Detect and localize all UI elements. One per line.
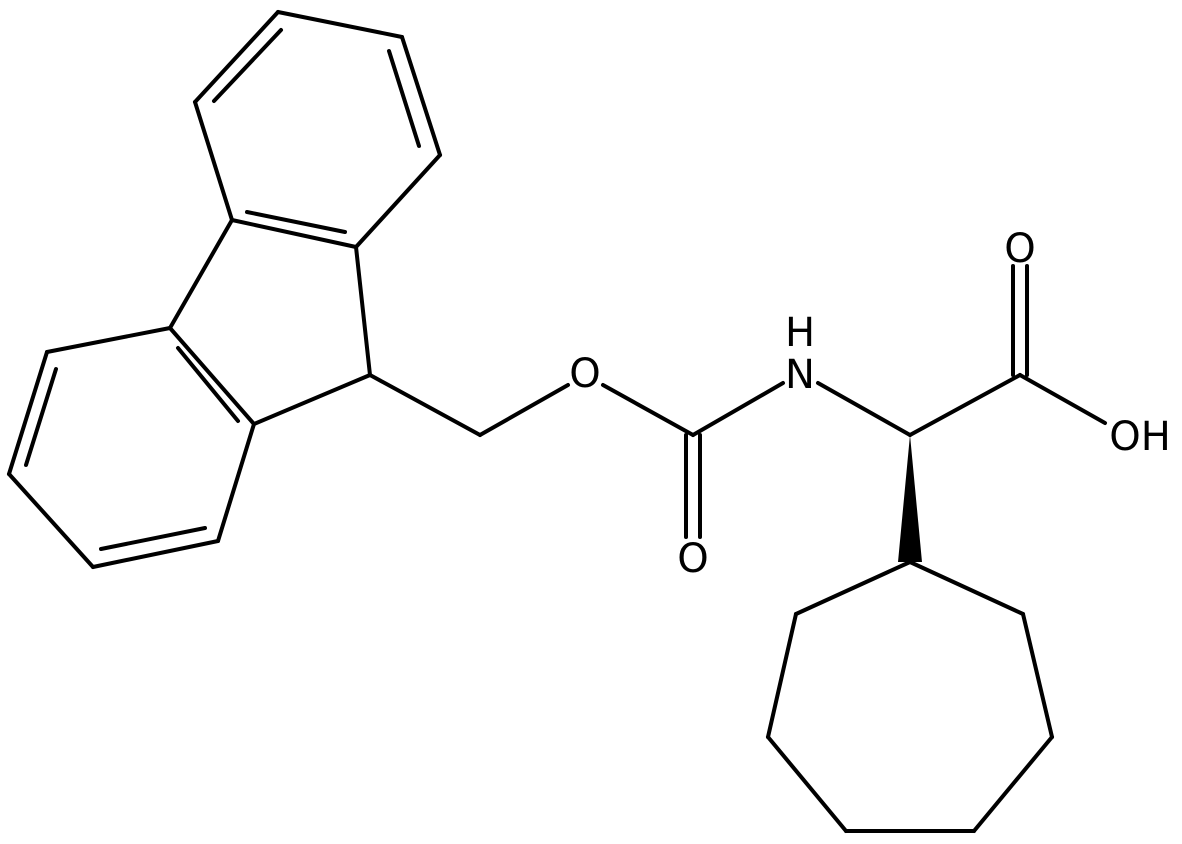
bond bbox=[1021, 612, 1054, 739]
bond bbox=[601, 383, 695, 437]
bond bbox=[908, 560, 1025, 616]
bond-inner bbox=[24, 367, 58, 467]
bond bbox=[168, 326, 256, 426]
bond bbox=[354, 245, 372, 377]
fluorene-five-ring bbox=[168, 218, 372, 426]
bond-inner bbox=[212, 28, 283, 103]
bond bbox=[168, 218, 234, 330]
amino-acid-core bbox=[816, 264, 1107, 562]
amide-nitrogen-label: N bbox=[785, 352, 815, 398]
cycloheptyl-ring bbox=[766, 560, 1054, 833]
bond bbox=[193, 100, 234, 222]
bond bbox=[7, 472, 95, 569]
bond bbox=[276, 10, 404, 39]
bond-inner bbox=[176, 346, 240, 423]
bond bbox=[91, 539, 220, 569]
carbamate-oxygen-label: O bbox=[677, 536, 708, 582]
bond bbox=[193, 10, 280, 104]
bond-inner bbox=[245, 210, 347, 234]
wedge-bond bbox=[898, 435, 922, 562]
bond bbox=[766, 612, 798, 739]
fluorene-lower-ring bbox=[7, 326, 256, 569]
bond bbox=[816, 381, 912, 437]
bond bbox=[766, 735, 848, 833]
bond bbox=[230, 218, 358, 249]
bond-inner bbox=[387, 49, 421, 148]
bond bbox=[400, 35, 442, 157]
fluorene-upper-ring bbox=[193, 10, 442, 249]
bond bbox=[368, 373, 482, 437]
bond bbox=[354, 153, 442, 249]
bond bbox=[794, 560, 912, 616]
amide-hydrogen-label: H bbox=[785, 310, 815, 356]
bond bbox=[908, 373, 1022, 437]
bond bbox=[7, 350, 49, 476]
bond bbox=[1018, 373, 1107, 425]
acid-carbonyl-oxygen-label: O bbox=[1004, 226, 1035, 272]
fmoc-linker bbox=[368, 373, 785, 539]
bond bbox=[216, 422, 256, 543]
bond bbox=[972, 735, 1054, 833]
bond bbox=[691, 381, 785, 437]
bond bbox=[478, 383, 570, 437]
acid-hydroxyl-label: OH bbox=[1109, 414, 1171, 460]
ether-oxygen-label: O bbox=[569, 351, 600, 397]
bond-inner bbox=[99, 526, 207, 551]
bond bbox=[45, 326, 172, 354]
bond bbox=[252, 373, 372, 426]
